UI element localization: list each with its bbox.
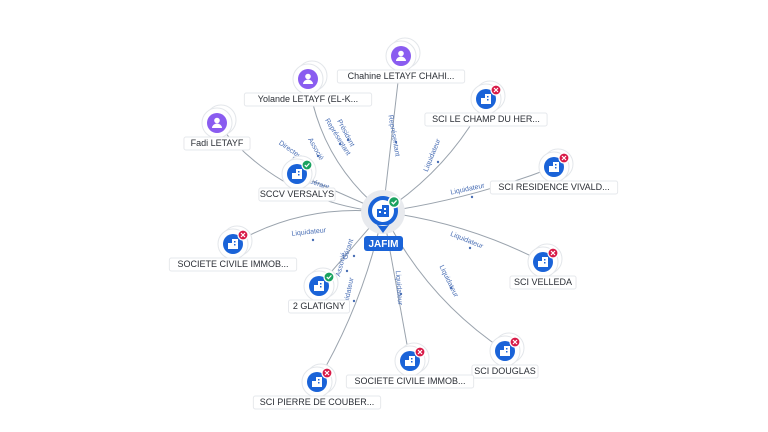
building-icon <box>377 205 389 217</box>
edge-label: Liquidateur <box>291 227 327 238</box>
building-icon <box>292 169 302 179</box>
node-label-box <box>252 395 382 410</box>
closed-x-icon <box>237 229 249 241</box>
node-label: Yolande LETAYF (EL-K... <box>258 94 358 104</box>
active-check-icon <box>323 271 335 283</box>
building-icon <box>314 281 324 291</box>
node-label-box <box>288 299 350 314</box>
building-icon <box>549 162 559 172</box>
closed-x-icon <box>547 247 559 259</box>
node-label: Fadi LETAYF <box>191 138 244 148</box>
node-label: SCI PIERRE DE COUBER... <box>260 397 375 407</box>
closed-x-icon <box>414 346 426 358</box>
node-sci_civ2[interactable]: SOCIETE CIVILE IMMOB... <box>345 342 475 389</box>
edge-label: Liquidateur <box>423 137 443 172</box>
closed-x-icon <box>558 152 570 164</box>
node-chahine[interactable]: Chahine LETAYF CHAHI... <box>336 37 466 84</box>
node-champ[interactable]: SCI LE CHAMP DU HER... <box>424 80 548 127</box>
node-label: SCCV VERSALYS <box>260 189 334 199</box>
building-icon <box>405 356 415 366</box>
edge-arrow-dot <box>346 138 350 142</box>
edge-sci_civ1 <box>232 210 384 245</box>
edge-label: Liquidateur <box>438 264 460 299</box>
building-icon <box>481 94 491 104</box>
node-label-box <box>258 187 336 202</box>
node-fadi[interactable]: Fadi LETAYF <box>183 104 251 151</box>
person-icon <box>212 117 222 128</box>
node-sci_civ1[interactable]: SOCIETE CIVILE IMMOB... <box>168 225 298 272</box>
node-sccv[interactable]: SCCV VERSALYS <box>258 155 336 202</box>
node-label-box <box>471 364 539 379</box>
edge-label: Représentant <box>386 114 400 157</box>
node-glatigny[interactable]: 2 GLATIGNY <box>288 267 350 314</box>
building-icon <box>312 377 322 387</box>
edge-arrow-dot <box>394 140 398 144</box>
edge-arrow-dot <box>338 142 342 146</box>
node-douglas[interactable]: SCI DOUGLAS <box>471 332 539 379</box>
edge-label: Liquidateur <box>394 270 403 306</box>
edge-arrow-dot <box>399 292 403 296</box>
building-icon <box>228 239 238 249</box>
center-label: JAFIM <box>369 239 399 250</box>
node-label-box <box>336 69 466 84</box>
node-label-box <box>489 180 619 195</box>
node-velleda[interactable]: SCI VELLEDA <box>509 243 577 290</box>
edge-label: Associé <box>335 252 348 278</box>
edge-arrow-dot <box>352 254 356 258</box>
edge-arrow-dot <box>436 160 440 164</box>
center-label-box <box>364 236 403 251</box>
node-label-box <box>509 275 577 290</box>
person-icon <box>303 73 313 84</box>
nodes-layer: Chahine LETAYF CHAHI... Yolande LETAYF (E… <box>168 37 619 410</box>
center-node[interactable]: JAFIM <box>361 190 405 251</box>
closed-x-icon <box>509 336 521 348</box>
node-label-box <box>345 374 475 389</box>
edge-arrow-dot <box>470 195 474 199</box>
building-icon <box>538 257 548 267</box>
closed-x-icon <box>321 367 333 379</box>
edge-arrow-dot <box>352 299 356 303</box>
node-pierre[interactable]: SCI PIERRE DE COUBER... <box>252 363 382 410</box>
node-label-box <box>183 136 251 151</box>
edge-arrow-dot <box>449 286 453 290</box>
node-label: SOCIETE CIVILE IMMOB... <box>177 259 288 269</box>
edge-arrow-dot <box>316 154 320 158</box>
edge-label: Liquidateur <box>449 231 484 251</box>
node-label: SCI RESIDENCE VIVALD... <box>498 182 609 192</box>
node-vivald[interactable]: SCI RESIDENCE VIVALD... <box>489 148 619 195</box>
node-label-box <box>243 92 373 107</box>
edge-douglas <box>382 211 506 352</box>
edge-arrow-dot <box>311 238 315 242</box>
node-label: 2 GLATIGNY <box>293 301 345 311</box>
active-check-icon <box>387 195 401 209</box>
node-yolande[interactable]: Yolande LETAYF (EL-K... <box>243 60 373 107</box>
node-label: SCI DOUGLAS <box>474 366 536 376</box>
edge-arrow-dot <box>345 269 349 273</box>
node-label: Chahine LETAYF CHAHI... <box>348 71 455 81</box>
node-label-box <box>168 257 298 272</box>
active-check-icon <box>301 159 313 171</box>
building-icon <box>500 346 510 356</box>
node-label: SOCIETE CIVILE IMMOB... <box>354 376 465 386</box>
node-label: SCI LE CHAMP DU HER... <box>432 114 540 124</box>
node-label: SCI VELLEDA <box>514 277 572 287</box>
edge-arrow-dot <box>468 246 472 250</box>
node-label-box <box>424 112 548 127</box>
person-icon <box>396 50 406 61</box>
closed-x-icon <box>490 84 502 96</box>
